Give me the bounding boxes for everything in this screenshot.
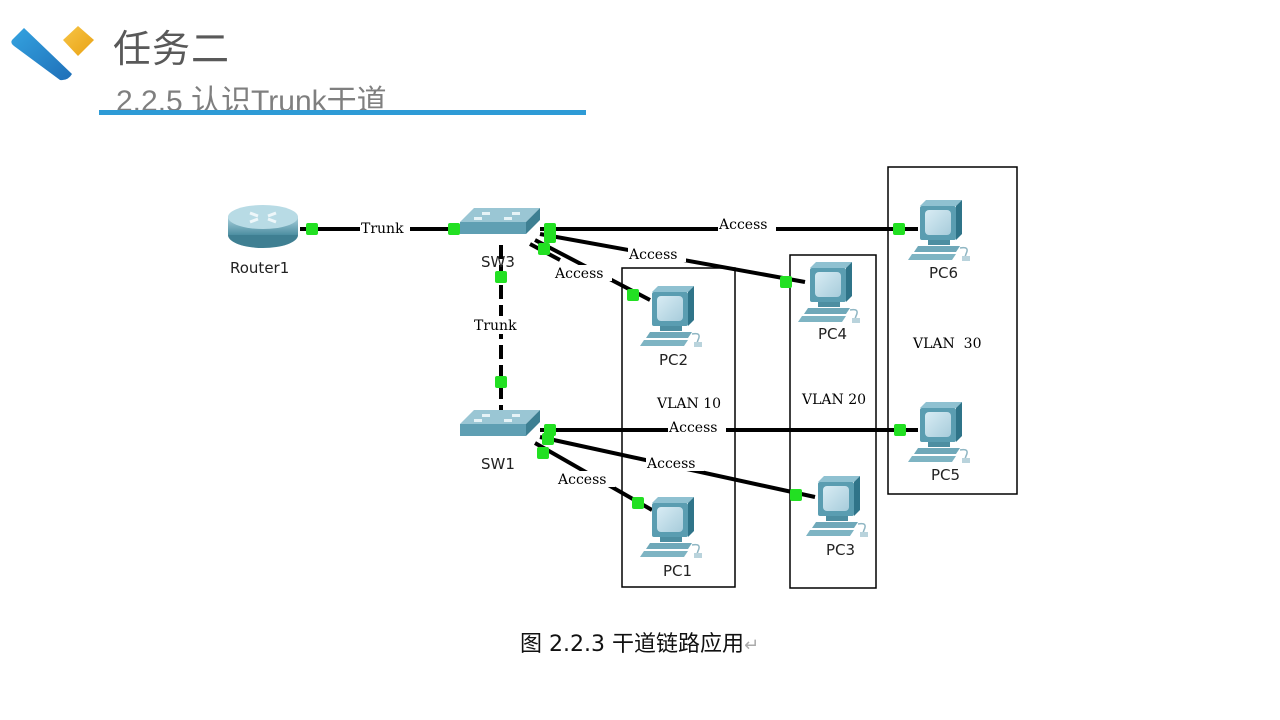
link-label-access-pc1: Access xyxy=(557,472,606,488)
page-title: 任务二 xyxy=(113,27,231,71)
device-label-sw1: SW1 xyxy=(481,455,515,473)
device-label-pc1: PC1 xyxy=(663,562,692,580)
device-label-pc3: PC3 xyxy=(826,541,855,559)
port-pc3 xyxy=(790,489,802,501)
vlan-label-10: VLAN 10 xyxy=(656,396,721,412)
port-sw3-pc4 xyxy=(544,231,556,243)
pc-icon-pc3[interactable] xyxy=(805,475,869,538)
link-label-access-pc2: Access xyxy=(554,266,603,282)
vlan-label-30: VLAN 30 xyxy=(912,336,981,352)
link-label-access-pc4: Access xyxy=(628,247,677,263)
pc-icon-pc2[interactable] xyxy=(639,285,703,348)
link-label-access-pc5: Access xyxy=(668,420,717,436)
port-pc2 xyxy=(627,289,639,301)
switch-icon-sw1[interactable] xyxy=(460,410,540,436)
switch-icon-sw3[interactable] xyxy=(460,208,540,234)
device-label-pc5: PC5 xyxy=(931,466,960,484)
link-label-access-pc6: Access xyxy=(718,217,767,233)
port-pc1 xyxy=(632,497,644,509)
brand-logo xyxy=(8,18,103,84)
link-label-trunk-switches: Trunk xyxy=(474,318,517,334)
vlan-30-box xyxy=(887,166,1018,495)
figure-caption: 图 2.2.3 干道链路应用↵ xyxy=(520,626,759,658)
port-sw1-pc3 xyxy=(542,433,554,445)
device-label-router1: Router1 xyxy=(230,259,289,277)
port-pc4 xyxy=(780,276,792,288)
device-label-pc4: PC4 xyxy=(818,325,847,343)
port-sw1-sw3 xyxy=(495,376,507,388)
pc-icon-pc4[interactable] xyxy=(797,261,861,324)
figure-caption-text: 图 2.2.3 干道链路应用 xyxy=(520,632,744,657)
vlan-10-box xyxy=(621,267,736,588)
router-icon[interactable] xyxy=(228,205,298,248)
return-mark-icon: ↵ xyxy=(743,635,760,656)
device-label-sw3: SW3 xyxy=(481,253,515,271)
vlan-20-box xyxy=(789,254,877,589)
link-label-trunk-router: Trunk xyxy=(361,221,404,237)
vlan-label-20: VLAN 20 xyxy=(801,392,866,408)
port-sw1-pc1 xyxy=(537,447,549,459)
port-sw3-sw1 xyxy=(495,271,507,283)
pc-icon-pc5[interactable] xyxy=(907,401,971,464)
port-sw3-router xyxy=(448,223,460,235)
title-underline xyxy=(99,110,586,115)
port-pc5 xyxy=(894,424,906,436)
device-label-pc6: PC6 xyxy=(929,264,958,282)
port-pc6 xyxy=(893,223,905,235)
port-sw3-pc2 xyxy=(538,243,550,255)
port-router1 xyxy=(306,223,318,235)
device-label-pc2: PC2 xyxy=(659,351,688,369)
link-label-access-pc3: Access xyxy=(646,456,695,472)
